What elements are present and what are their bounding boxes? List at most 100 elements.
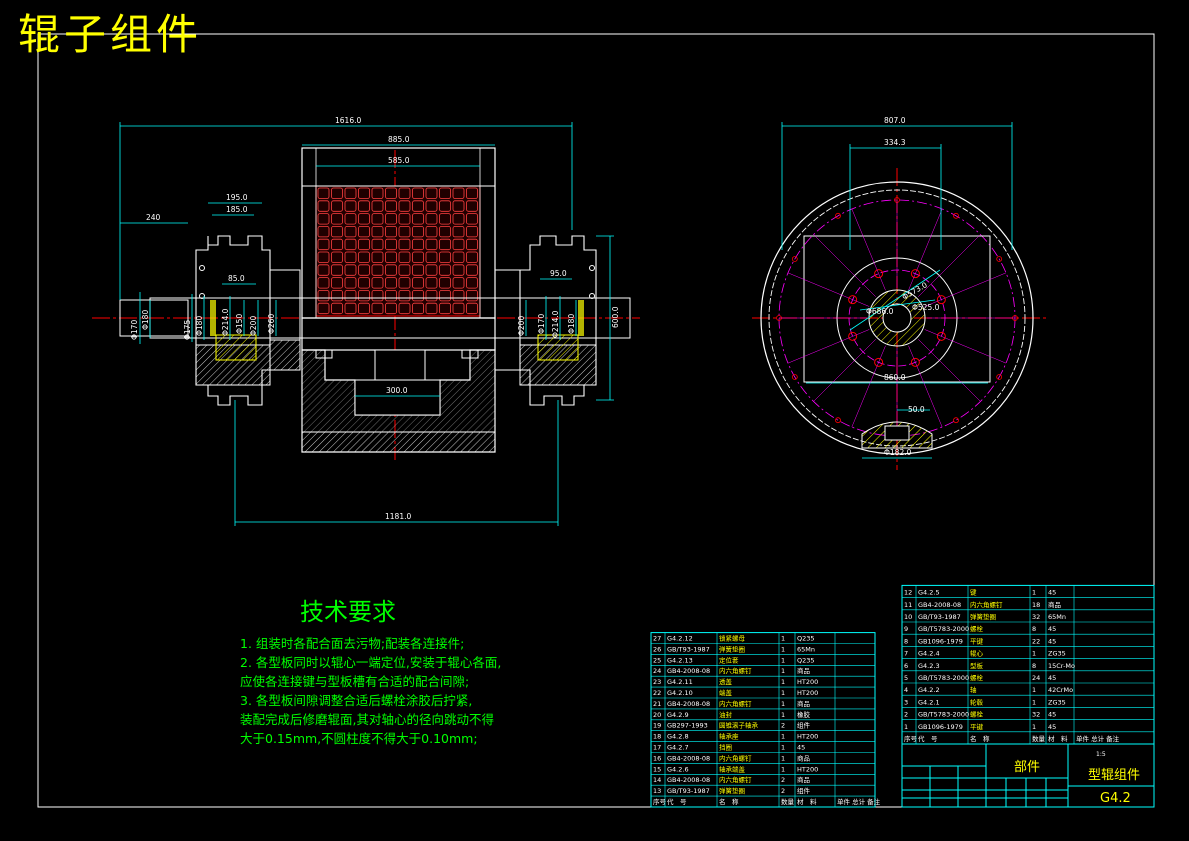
pattern-cell — [466, 289, 478, 302]
bolt-hole — [848, 295, 858, 305]
bom-cell: GB1096-1979 — [918, 723, 963, 731]
bom-cell: 1 — [1032, 589, 1036, 597]
title-part-label: 部件 — [1014, 760, 1040, 775]
bom-cell: 32 — [1032, 613, 1040, 621]
bom-cell: 1 — [1032, 723, 1036, 731]
bom-cell: 19 — [653, 722, 661, 730]
bom-cell: 1 — [781, 754, 785, 762]
bom-cell: 3 — [904, 698, 908, 706]
tech-item: 应使各连接键与型板槽有合适的配合间隙; — [240, 674, 470, 689]
bom-cell: 2 — [781, 787, 785, 795]
radial-line — [851, 345, 886, 428]
bom-cell: 轴承座 — [719, 732, 739, 741]
radial-line — [813, 339, 876, 402]
dim-drum: 885.0 — [388, 135, 410, 144]
bom-cell: 20 — [653, 711, 661, 719]
dim-d-left-8: Φ260 — [267, 314, 276, 334]
bom-cell: 圆锥滚子轴承 — [719, 721, 759, 730]
pattern-cell — [317, 213, 330, 225]
bom-cell: 1 — [781, 678, 785, 686]
dim-d-left-1: Φ170 — [130, 320, 139, 340]
rim-hole — [953, 417, 959, 424]
dim-side-slot: 50.0 — [908, 405, 925, 414]
front-dimensions — [119, 122, 614, 526]
pattern-cell — [466, 251, 478, 263]
pattern-cell — [371, 213, 384, 225]
bom-cell: 橡胶 — [797, 710, 811, 719]
pattern-cell — [398, 264, 411, 276]
bom-cell: 1 — [781, 700, 785, 708]
pattern-cell — [412, 251, 424, 263]
bom-cell: 1 — [781, 656, 785, 664]
pattern-cell — [358, 251, 370, 263]
bom-cell: 1 — [1032, 698, 1036, 706]
drum-pattern-area — [315, 185, 481, 317]
bom-cell: 内六角螺钉 — [719, 753, 752, 762]
bom-cell: GB4-2008-08 — [918, 601, 961, 609]
bom-cell: 弹簧垫圈 — [970, 612, 996, 621]
dim-side-inner: 334.3 — [884, 138, 906, 147]
bolt-hole — [874, 269, 884, 279]
tech-item: 大于0.15mm,不圆柱度不得大于0.10mm; — [240, 731, 478, 746]
pattern-cell — [344, 238, 357, 251]
bom-cell: 螺栓 — [970, 624, 984, 633]
bom-cell: ZG35 — [1048, 650, 1066, 658]
bom-cell: 1 — [781, 711, 785, 719]
bom-cell: 11 — [904, 601, 912, 609]
bom-cell: GB/T93-1987 — [667, 645, 710, 653]
bom-cell: HT200 — [797, 689, 818, 697]
bom-cell: 26 — [653, 645, 661, 653]
bom-cell: 商品 — [797, 753, 810, 762]
radial-line — [908, 345, 943, 428]
pattern-cell — [358, 277, 370, 289]
title-scale: 1:5 — [1096, 751, 1106, 758]
pattern-cell — [466, 225, 478, 238]
dim-d-right-2: Φ170 — [537, 314, 546, 334]
pattern-cell — [317, 238, 330, 251]
pattern-cell — [466, 187, 478, 199]
bom-cell: 轮毂 — [970, 697, 984, 706]
dim-d-right-3: Φ214.0 — [551, 310, 560, 338]
tech-item: 2. 各型板同时以辊心一端定位,安装于辊心各面, — [240, 655, 502, 670]
bom-cell: 数量 — [781, 797, 795, 806]
bolt-hole — [874, 357, 884, 367]
dim-bear-left: 85.0 — [228, 274, 245, 283]
bom-cell: G4.2.6 — [667, 765, 689, 773]
pattern-cell — [385, 187, 397, 199]
dim-side-top: 807.0 — [884, 116, 906, 125]
pattern-cell — [425, 187, 438, 199]
bom-cell: 45 — [1048, 637, 1056, 645]
pattern-cell — [466, 302, 478, 315]
pattern-cell — [425, 251, 438, 263]
bom-cell: 商品 — [797, 699, 810, 708]
pattern-cell — [371, 289, 384, 302]
dim-d-right-1: Φ200 — [517, 316, 526, 336]
pattern-cell — [371, 238, 384, 251]
bolt-hole — [910, 357, 920, 367]
pattern-cell — [466, 200, 478, 212]
bom-cell: 1 — [781, 765, 785, 773]
bolt-hole — [848, 331, 858, 341]
pattern-cell — [452, 200, 465, 212]
bom-cell: 12 — [904, 589, 912, 597]
pattern-cell — [452, 238, 465, 251]
bom-cell: 10 — [904, 613, 912, 621]
bom-cell: 45 — [1048, 589, 1056, 597]
pattern-cell — [344, 225, 357, 238]
shaft-mid — [301, 317, 496, 351]
bom-cell: 27 — [653, 635, 661, 643]
bom-cell: 1 — [904, 723, 908, 731]
drum-pattern-grid — [317, 187, 478, 315]
bom-cell: 弹簧垫圈 — [719, 786, 745, 795]
bom-cell: 单件 总计 备注 — [1076, 734, 1120, 743]
pattern-cell — [331, 277, 343, 289]
side-view: 807.0 334.3 860.0 Φ182.0 50.0 Φ686.0 Φ57… — [752, 116, 1046, 470]
pattern-cell — [385, 225, 397, 238]
pattern-cell — [412, 225, 424, 238]
dim-base-inner: 300.0 — [386, 386, 408, 395]
bom-cell: 9 — [904, 625, 908, 633]
bom-cell: G4.2.9 — [667, 711, 689, 719]
pattern-cell — [452, 264, 465, 276]
pattern-cell — [425, 302, 438, 315]
